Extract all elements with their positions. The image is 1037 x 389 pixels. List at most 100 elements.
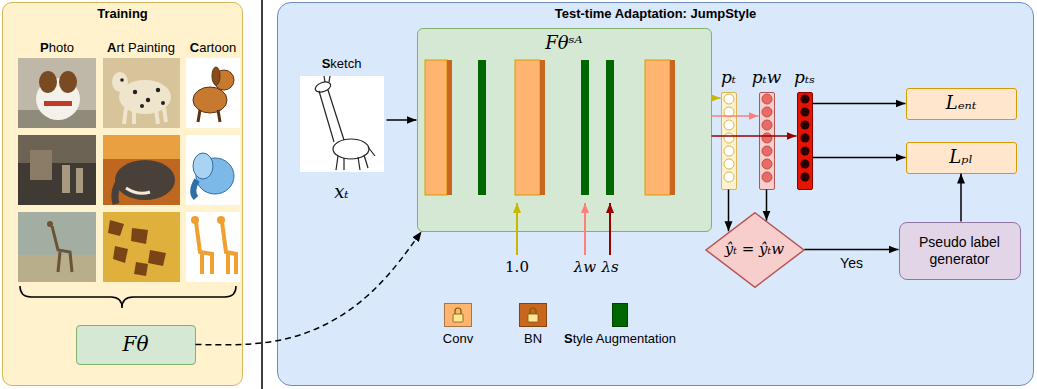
column-heading: Photo bbox=[40, 40, 74, 55]
training-images bbox=[198, 110, 220, 122]
adaptation-panel: Test-time Adaptation: JumpStyleSketchxₜF… bbox=[277, 2, 1034, 386]
node-label: ŷₜ = ŷₜw bbox=[725, 241, 784, 258]
edge-label: Yes bbox=[838, 255, 865, 271]
vector-cells bbox=[801, 160, 810, 169]
training-images bbox=[108, 220, 166, 276]
training-images bbox=[47, 221, 53, 227]
network-layers bbox=[670, 60, 675, 195]
decision-diamond: ŷₜ = ŷₜw bbox=[705, 212, 805, 288]
lock-icon bbox=[453, 308, 538, 322]
training-images bbox=[39, 71, 57, 93]
training-images bbox=[18, 212, 96, 282]
vector-cells bbox=[762, 107, 772, 117]
vector-cells bbox=[801, 173, 810, 182]
node-heading: pₜₛ bbox=[794, 67, 815, 87]
diamond-outline bbox=[706, 212, 804, 286]
vector-cells bbox=[724, 94, 734, 104]
vector-cells bbox=[762, 133, 772, 143]
training-images bbox=[18, 58, 240, 282]
loss-box: Lₑₙₜ bbox=[906, 88, 1017, 120]
training-images bbox=[30, 150, 52, 180]
sketch-image bbox=[336, 147, 375, 170]
legend-swatch bbox=[519, 303, 547, 327]
connector bbox=[728, 190, 730, 232]
input-arrows bbox=[609, 203, 611, 255]
vector-cells bbox=[801, 108, 810, 117]
legend-label: Conv bbox=[443, 331, 473, 346]
training-images bbox=[62, 165, 70, 193]
training-images bbox=[222, 222, 236, 274]
prediction-vector: pₜ bbox=[721, 92, 737, 190]
lock-icon bbox=[530, 308, 536, 314]
vector-cells bbox=[724, 120, 734, 130]
training-images bbox=[44, 101, 72, 106]
prediction-vector: pₜw bbox=[759, 92, 775, 190]
column-heading: Photo bbox=[40, 40, 74, 55]
node-heading: pₜw bbox=[752, 67, 782, 87]
vector-cells bbox=[724, 107, 734, 117]
model-box: Fθ bbox=[76, 325, 196, 365]
node-label: Lₚₗ bbox=[949, 147, 973, 168]
input-weight: λw bbox=[574, 258, 596, 276]
training-images bbox=[115, 160, 175, 200]
training-images bbox=[196, 158, 234, 194]
network-layers bbox=[447, 60, 452, 195]
prediction-vector: pₜₛ bbox=[797, 92, 813, 190]
adapted-model-box: Fθˢᴬ bbox=[417, 28, 712, 232]
training-images bbox=[18, 135, 96, 163]
input-weight: 1.0 bbox=[505, 258, 529, 276]
vector-cells bbox=[724, 146, 734, 156]
training-images bbox=[115, 178, 122, 204]
vector-cells bbox=[762, 120, 772, 130]
sketch-image bbox=[300, 76, 384, 172]
vector-cells bbox=[724, 94, 810, 182]
training-images bbox=[36, 78, 80, 120]
legend-label: BN bbox=[524, 331, 542, 346]
input-arrows bbox=[516, 203, 518, 255]
loss-box: Lₚₗ bbox=[906, 142, 1017, 174]
training-images bbox=[156, 88, 160, 92]
input-arrows bbox=[584, 203, 586, 255]
input-arrows bbox=[517, 203, 610, 255]
node-label: xₜ bbox=[334, 181, 349, 202]
training-images bbox=[212, 67, 220, 85]
vector-cells bbox=[801, 95, 810, 104]
legend-label: BN bbox=[524, 331, 542, 346]
sketch-image bbox=[319, 76, 344, 142]
network-layers bbox=[478, 60, 486, 195]
column-heading: Art Painting bbox=[107, 40, 175, 55]
training-images bbox=[18, 110, 96, 128]
vector-cells bbox=[724, 172, 734, 182]
training-images bbox=[52, 226, 72, 272]
node-heading: pₜ bbox=[721, 67, 736, 87]
network-layers bbox=[581, 60, 589, 195]
lock-icon bbox=[528, 314, 538, 322]
training-images bbox=[133, 90, 137, 94]
training-images bbox=[126, 188, 150, 193]
vector-cells bbox=[762, 94, 772, 182]
vector-cells bbox=[762, 159, 772, 169]
connector bbox=[712, 115, 759, 117]
training-panel: TrainingFθ bbox=[2, 2, 243, 386]
network-layers bbox=[540, 60, 545, 195]
connector bbox=[712, 97, 721, 99]
training-images bbox=[120, 78, 124, 82]
node-label: Lₑₙₜ bbox=[946, 93, 977, 114]
training-images bbox=[124, 108, 166, 124]
network-layers bbox=[645, 60, 670, 195]
column-heading: Cartoon bbox=[190, 40, 236, 55]
node-label: Pseudo label generator bbox=[905, 234, 1015, 266]
connector bbox=[813, 103, 906, 105]
lock-icon bbox=[455, 308, 461, 314]
training-images bbox=[186, 58, 240, 128]
network-layers bbox=[425, 60, 675, 195]
node-heading: Fθˢᴬ bbox=[545, 32, 583, 53]
group-bracket bbox=[20, 286, 236, 308]
connector bbox=[387, 119, 417, 121]
network-layers bbox=[515, 60, 540, 195]
sketch-image bbox=[300, 76, 384, 172]
sketch-image bbox=[333, 139, 369, 159]
divider-line bbox=[261, 0, 263, 389]
